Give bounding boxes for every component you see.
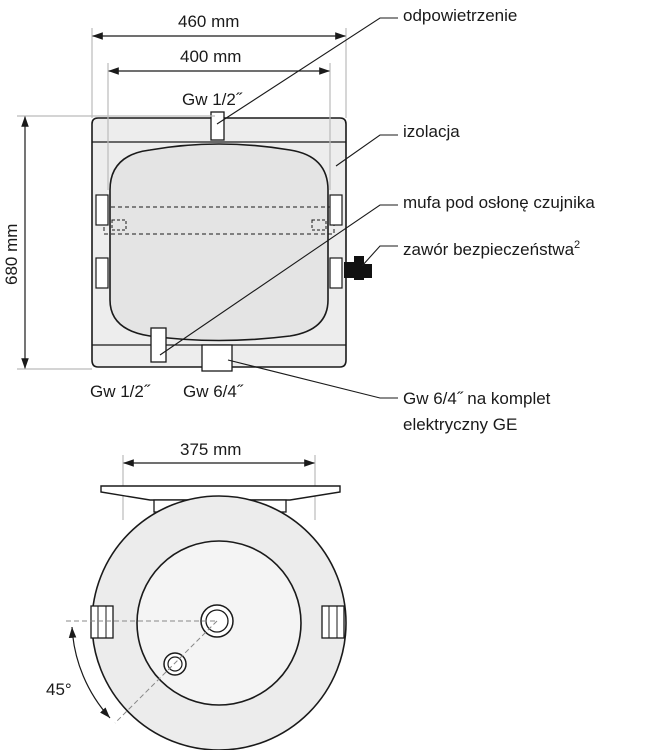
bottom-heater-connection: [201, 344, 233, 372]
leader-venting: [216, 17, 398, 125]
callout-venting: odpowietrzenie: [403, 6, 518, 25]
right-bracket-top: [329, 194, 343, 226]
callout-sensor-sleeve: mufa pod osłonę czujnika: [403, 193, 595, 212]
callout-heater-line2: elektryczny GE: [403, 415, 518, 434]
dim-label-400: 400 mm: [180, 47, 242, 66]
top-view-right-lug: [321, 605, 345, 639]
top-connection: [210, 111, 225, 141]
angle-label-45: 45°: [46, 680, 72, 699]
left-bracket-top: [95, 194, 109, 226]
angle-diagonal-line: [114, 620, 218, 724]
dim-label-460: 460 mm: [178, 12, 240, 31]
top-view-right-lug-inner: [328, 605, 338, 639]
callout-heater-line1: Gw 6/4˝ na komplet: [403, 389, 551, 408]
leader-safety-valve: [361, 245, 398, 267]
leader-insulation: [335, 134, 398, 167]
wall-bracket: [100, 485, 341, 501]
safety-valve-head: [354, 256, 364, 280]
top-view-left-lug: [90, 605, 114, 639]
callout-safety-valve-text: zawór bezpieczeństwa: [403, 240, 575, 259]
sensor-sleeve-end-right: [311, 219, 327, 231]
top-view: [66, 485, 347, 750]
side-view: [91, 111, 372, 372]
leader-heater: [227, 359, 398, 399]
leader-sensor-sleeve: [159, 204, 398, 356]
right-bracket-bottom: [329, 257, 343, 289]
leader-lines: [159, 17, 398, 399]
left-bracket-bottom: [95, 257, 109, 289]
bottom-left-connection: [150, 327, 167, 363]
dim-label-680: 680 mm: [2, 223, 21, 285]
callout-safety-valve-note: 2: [574, 239, 581, 251]
label-bottom-left-connection: Gw 1/2˝: [90, 382, 150, 401]
safety-valve-tip: [364, 264, 372, 278]
offset-connection-inner: [167, 656, 183, 672]
callout-safety-valve: zawór bezpieczeństwa2: [403, 235, 580, 260]
label-top-connection: Gw 1/2˝: [182, 90, 242, 109]
safety-valve-body: [344, 262, 354, 278]
dimension-lines: [17, 28, 347, 520]
label-bottom-right-connection: Gw 6/4˝: [183, 382, 243, 401]
dim-label-375: 375 mm: [180, 440, 242, 459]
sensor-sleeve-end-left: [111, 219, 127, 231]
inner-tank: [109, 143, 329, 342]
callout-insulation: izolacja: [403, 122, 460, 141]
angle-arc: [68, 626, 111, 719]
